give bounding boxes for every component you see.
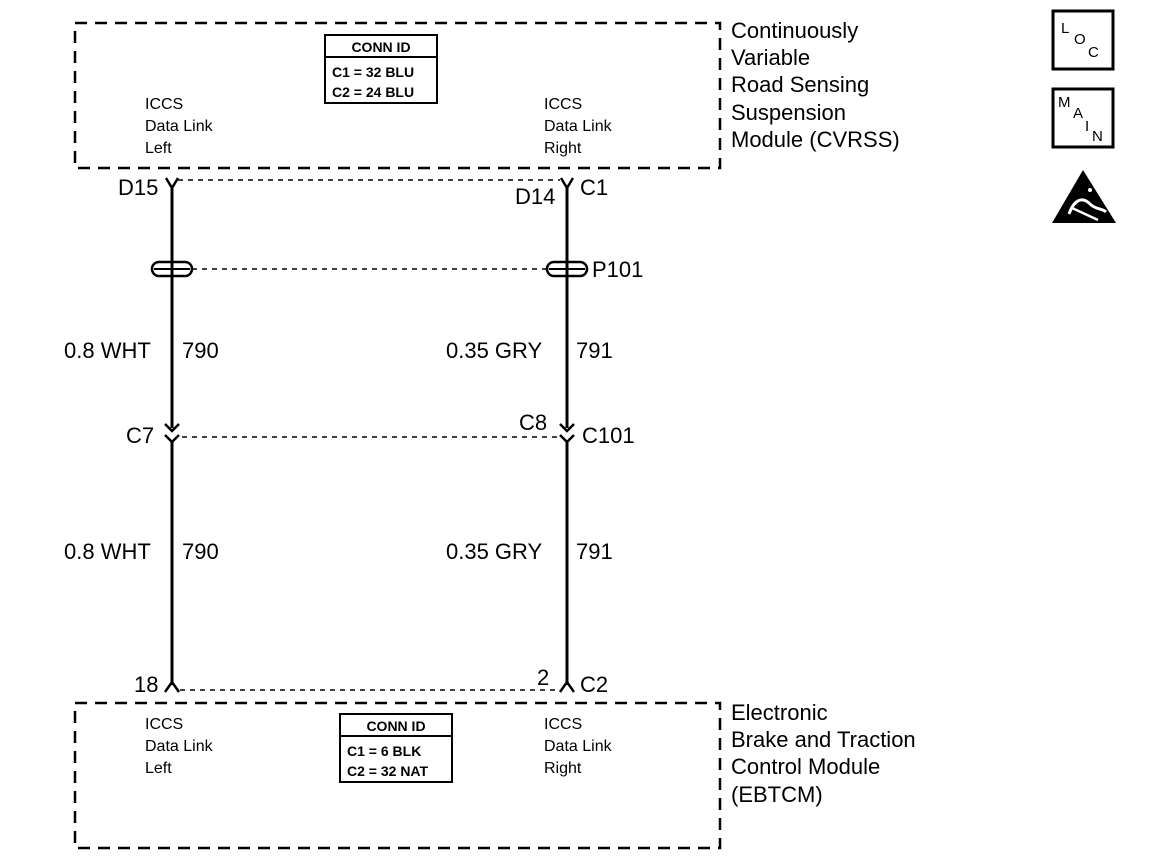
ebtcm-module: CONN ID C1 = 6 BLK C2 = 32 NAT ICCS Data…: [73, 700, 916, 850]
cvrss-right-pin-label: ICCS Data Link Right: [544, 96, 613, 157]
svg-text:Suspension: Suspension: [731, 100, 846, 125]
ebtcm-module-outline: [73, 701, 722, 850]
main-icon[interactable]: M A I N: [1051, 87, 1115, 149]
wire-790-upper-color: 0.8 WHT: [64, 338, 151, 363]
ebtcm-left-pin-label: ICCS Data Link Left: [145, 716, 214, 777]
pin-2-label: 2: [537, 665, 549, 690]
wire-791-lower-circuit: 791: [576, 539, 613, 564]
svg-text:Right: Right: [544, 760, 582, 777]
svg-text:Data Link: Data Link: [145, 738, 214, 755]
cvrss-left-pin-label: ICCS Data Link Left: [145, 96, 214, 157]
cvrss-module: CONN ID C1 = 32 BLU C2 = 24 BLU ICCS Dat…: [73, 18, 900, 170]
svg-text:ICCS: ICCS: [145, 96, 183, 113]
svg-text:Left: Left: [145, 140, 172, 157]
cvrss-conn-id-header: CONN ID: [351, 39, 410, 55]
wire-791-upper-color: 0.35 GRY: [446, 338, 543, 363]
svg-text:M: M: [1058, 94, 1071, 111]
svg-text:Data Link: Data Link: [544, 738, 613, 755]
splice-p101-label: P101: [592, 257, 643, 282]
pin-d15-terminal: [164, 177, 180, 191]
pin-18-terminal: [163, 679, 181, 693]
ebtcm-right-pin-label: ICCS Data Link Right: [544, 716, 613, 777]
pin-2-terminal: [558, 679, 576, 693]
connector-c1-label: C1: [580, 175, 608, 200]
cvrss-module-outline: [73, 21, 722, 170]
svg-text:Data Link: Data Link: [544, 118, 613, 135]
svg-text:Control Module: Control Module: [731, 754, 880, 779]
esd-warning-icon: [1052, 170, 1116, 223]
wire-791-lower-color: 0.35 GRY: [446, 539, 543, 564]
pin-d15-label: D15: [118, 175, 158, 200]
svg-text:C: C: [1088, 44, 1099, 61]
wire-790-lower-circuit: 790: [182, 539, 219, 564]
grommet-left: [150, 260, 194, 278]
connector-c8-terminal: [559, 423, 575, 444]
pin-c7-label: C7: [126, 423, 154, 448]
svg-text:Road Sensing: Road Sensing: [731, 72, 869, 97]
svg-text:ICCS: ICCS: [544, 96, 582, 113]
svg-text:A: A: [1073, 105, 1083, 122]
connector-c7-terminal: [164, 423, 180, 444]
ebtcm-conn-id-header: CONN ID: [366, 718, 425, 734]
svg-text:Variable: Variable: [731, 45, 810, 70]
connector-c2-label: C2: [580, 672, 608, 697]
svg-text:Electronic: Electronic: [731, 700, 828, 725]
svg-text:Left: Left: [145, 760, 172, 777]
wire-790-upper-circuit: 790: [182, 338, 219, 363]
wire-790-lower-color: 0.8 WHT: [64, 539, 151, 564]
loc-icon[interactable]: L O C: [1051, 9, 1115, 71]
cvrss-module-name: Continuously Variable Road Sensing Suspe…: [731, 18, 900, 152]
cvrss-conn-id-row: C2 = 24 BLU: [332, 84, 414, 100]
cvrss-conn-id-box: CONN ID C1 = 32 BLU C2 = 24 BLU: [324, 34, 438, 104]
svg-text:Data Link: Data Link: [145, 118, 214, 135]
connector-c101-label: C101: [582, 423, 635, 448]
svg-text:Continuously: Continuously: [731, 18, 858, 43]
svg-text:ICCS: ICCS: [145, 716, 183, 733]
svg-text:(EBTCM): (EBTCM): [731, 782, 823, 807]
svg-text:O: O: [1074, 31, 1086, 48]
cvrss-conn-id-row: C1 = 32 BLU: [332, 64, 414, 80]
wire-791-upper-circuit: 791: [576, 338, 613, 363]
svg-text:Module (CVRSS): Module (CVRSS): [731, 127, 900, 152]
ebtcm-conn-id-box: CONN ID C1 = 6 BLK C2 = 32 NAT: [339, 713, 453, 783]
svg-text:Brake and Traction: Brake and Traction: [731, 727, 916, 752]
pin-18-label: 18: [134, 672, 158, 697]
pin-d14-terminal: [559, 177, 575, 191]
svg-text:Right: Right: [544, 140, 582, 157]
svg-text:L: L: [1061, 20, 1069, 37]
ebtcm-module-name: Electronic Brake and Traction Control Mo…: [731, 700, 916, 807]
ebtcm-conn-id-row: C2 = 32 NAT: [347, 763, 428, 779]
svg-text:N: N: [1092, 128, 1103, 145]
svg-text:I: I: [1085, 118, 1089, 135]
pin-c8-label: C8: [519, 410, 547, 435]
ebtcm-conn-id-row: C1 = 6 BLK: [347, 743, 421, 759]
svg-text:ICCS: ICCS: [544, 716, 582, 733]
grommet-right: [545, 260, 589, 278]
pin-d14-label: D14: [515, 184, 555, 209]
